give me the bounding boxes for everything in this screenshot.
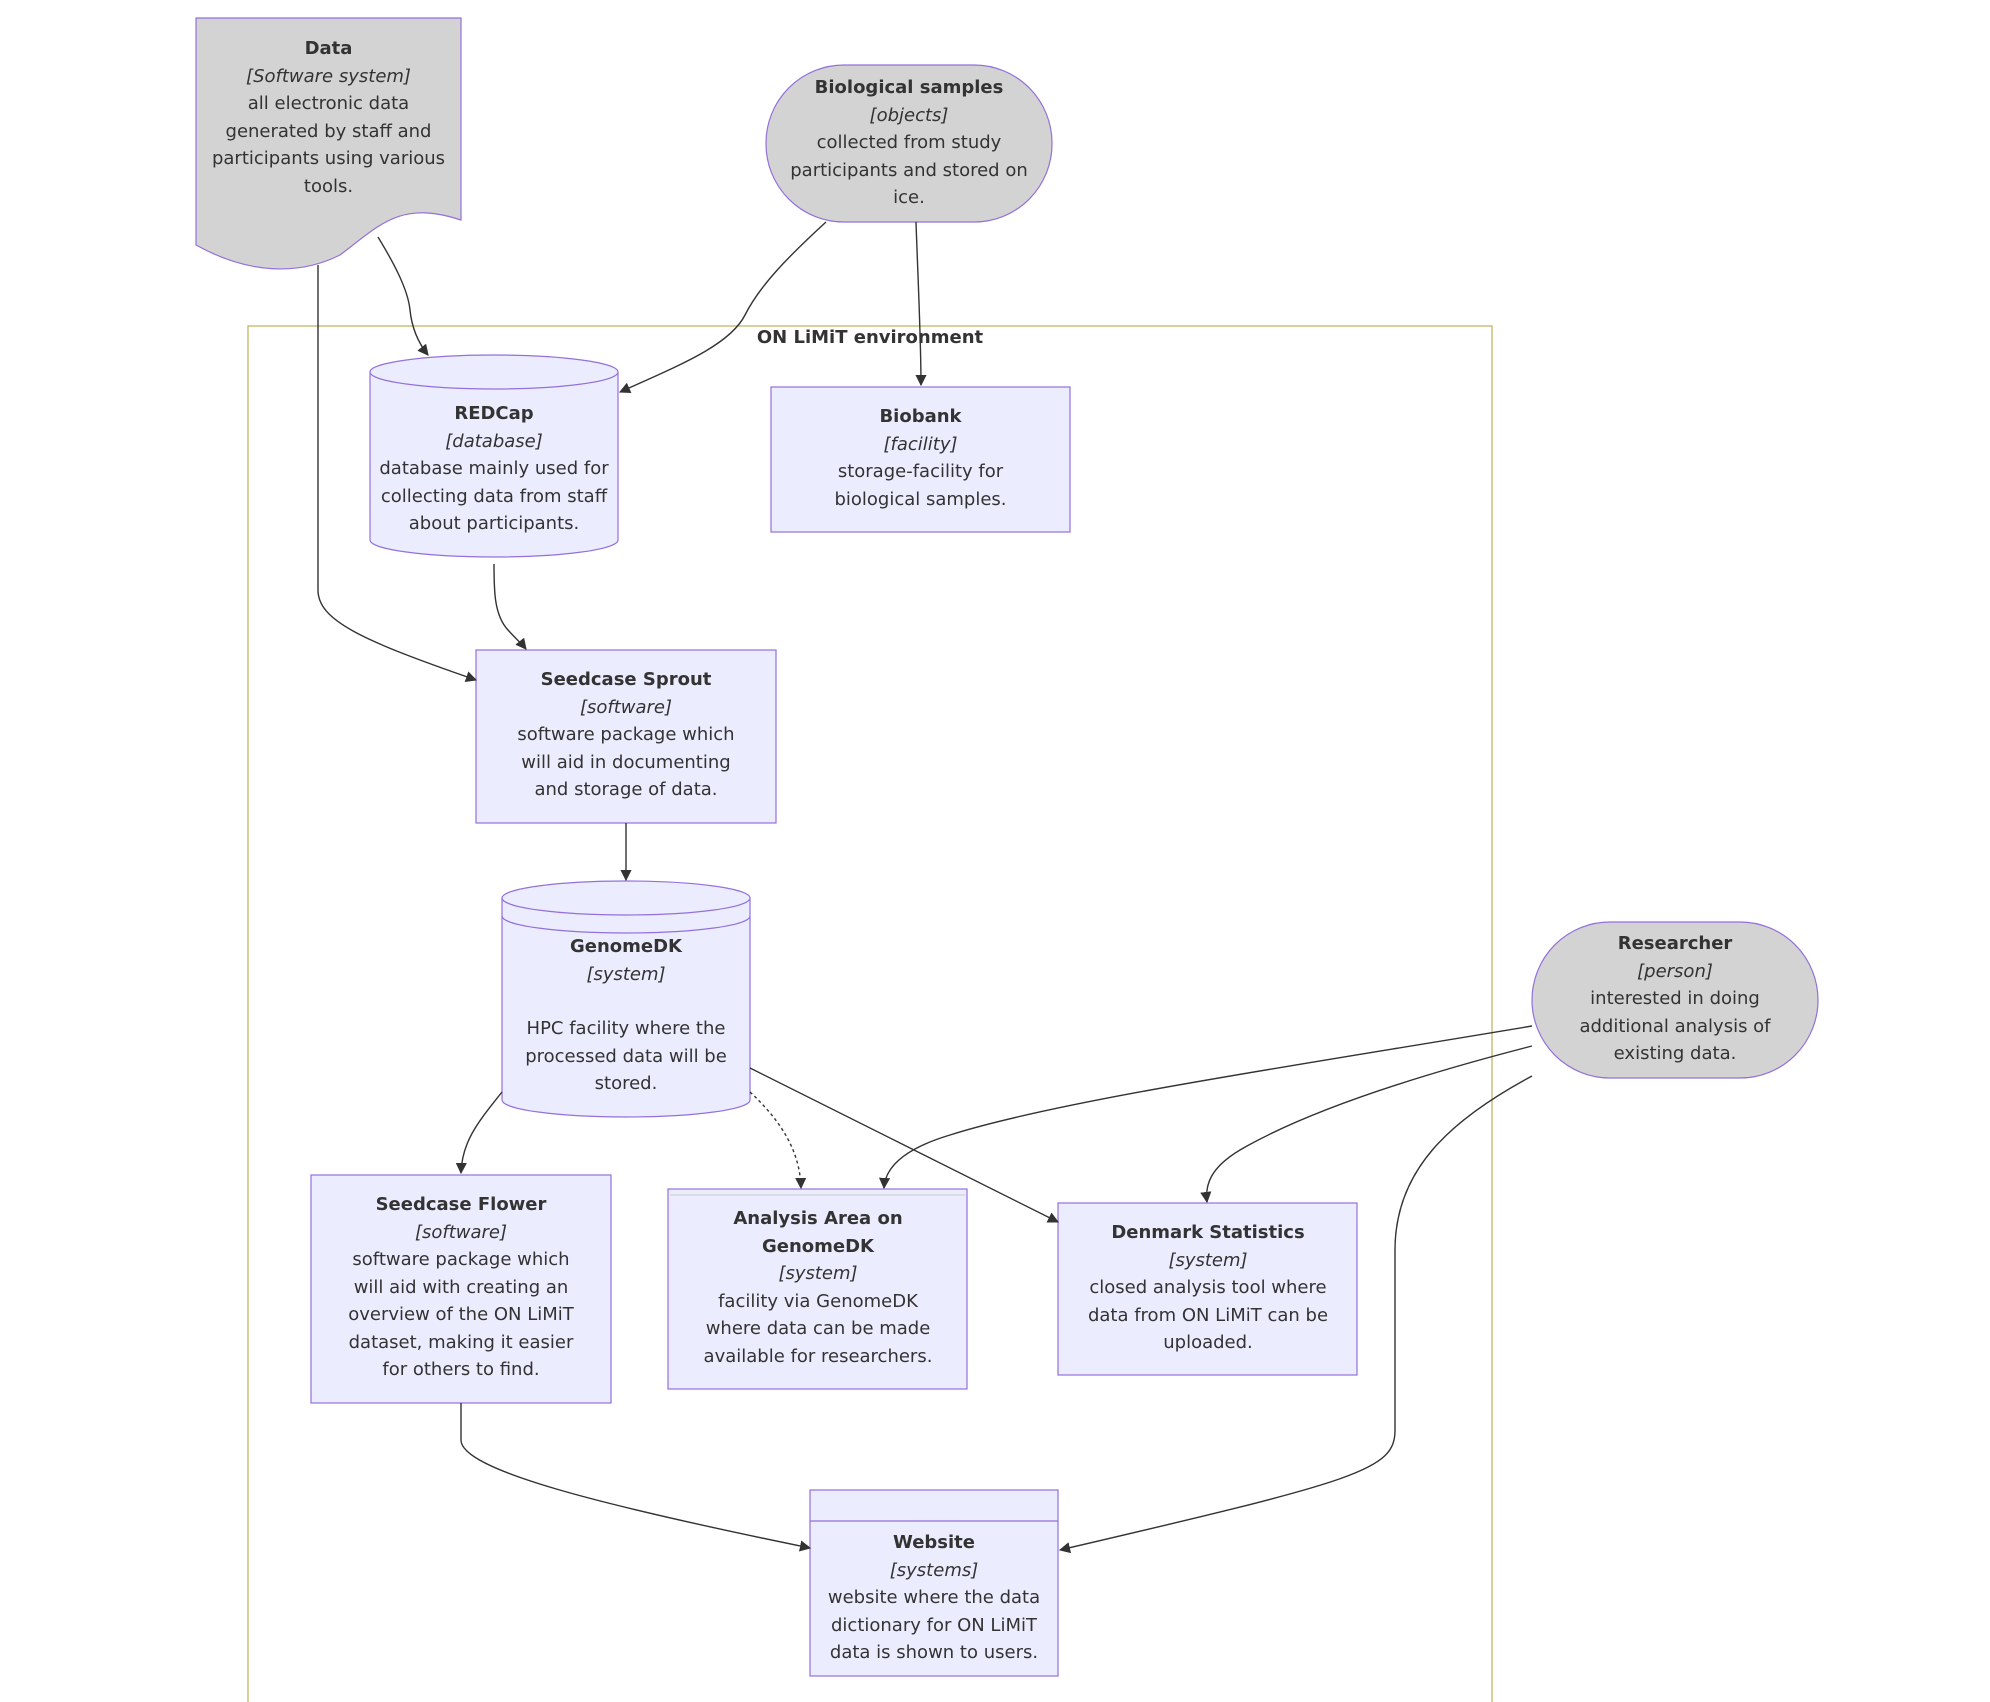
researcher-desc: interested in doing additional analysis … <box>1579 988 1771 1064</box>
biobank-title: Biobank <box>879 406 962 427</box>
sprout-desc: software package which will aid in docum… <box>517 724 735 800</box>
analysis-desc: facility via GenomeDK where data can be … <box>703 1290 933 1367</box>
researcher-kind: [person] <box>1637 960 1713 982</box>
bio-title: Biological samples <box>814 77 1004 98</box>
edge-genome-dst <box>749 1067 1060 1223</box>
analysis-kind: [system] <box>778 1263 858 1284</box>
sprout-kind: [software] <box>579 696 673 718</box>
edge-data-sprout <box>317 265 478 683</box>
biobank-desc: storage-facility for biological samples. <box>834 461 1007 510</box>
edge-researcher-website <box>1058 1075 1533 1554</box>
website-node: Website [systems] website where the data… <box>824 1529 1044 1667</box>
sprout-node-shape <box>475 649 777 824</box>
data-desc: all electronic data generated by staff a… <box>211 93 446 197</box>
bio-node: Biological samples [objects] collected f… <box>781 74 1037 212</box>
edge-researcher-analysis <box>878 1025 1533 1190</box>
genome-title: GenomeDK <box>569 936 683 957</box>
website-desc: website where the data dictionary for ON… <box>827 1587 1041 1663</box>
dst-node-shape <box>1057 1202 1358 1376</box>
redcap-title: REDCap <box>454 403 534 424</box>
flower-node: Seedcase Flower [software] software pack… <box>336 1191 586 1384</box>
sprout-node: Seedcase Sprout [software] software pack… <box>506 666 746 804</box>
researcher-node-shape <box>1531 921 1819 1079</box>
edge-bio-redcap <box>618 221 827 393</box>
analysis-title: Analysis Area on GenomeDK <box>733 1208 903 1257</box>
edge-genome-analysis <box>749 1091 807 1190</box>
flower-kind: [software] <box>414 1221 508 1243</box>
data-title: Data <box>304 38 353 59</box>
flower-title: Seedcase Flower <box>375 1194 547 1215</box>
website-kind: [systems] <box>889 1559 979 1581</box>
flower-node-shape <box>310 1174 612 1404</box>
researcher-node: Researcher [person] interested in doing … <box>1560 930 1790 1068</box>
data-kind: [Software system] <box>246 65 411 87</box>
dst-node: Denmark Statistics [system] closed analy… <box>1083 1219 1333 1357</box>
edge-flower-website <box>460 1403 812 1552</box>
genome-desc: HPC facility where the processed data wi… <box>525 1018 727 1094</box>
website-node-shape <box>809 1489 1059 1677</box>
researcher-title: Researcher <box>1617 933 1733 954</box>
dst-kind: [system] <box>1168 1249 1248 1271</box>
data-node: Data [Software system] all electronic da… <box>206 35 451 200</box>
boundary-label: ON LiMiT environment <box>756 327 984 348</box>
redcap-node: REDCap [database] database mainly used f… <box>375 400 613 538</box>
boundary-box <box>247 325 1493 1702</box>
analysis-node: Analysis Area on GenomeDK [system] facil… <box>698 1205 938 1370</box>
dst-desc: closed analysis tool where data from ON … <box>1087 1277 1329 1353</box>
bio-desc: collected from study participants and st… <box>790 132 1028 208</box>
sprout-title: Seedcase Sprout <box>540 669 712 690</box>
redcap-kind: [database] <box>445 430 543 452</box>
edge-genome-flower <box>455 1091 503 1175</box>
biobank-kind: [facility] <box>883 433 958 455</box>
edge-bio-biobank <box>915 221 927 387</box>
bio-node-shape <box>765 64 1053 223</box>
genome-kind: [system] <box>586 963 666 985</box>
bio-kind: [objects] <box>869 104 949 126</box>
data-node-shape <box>195 17 462 270</box>
edge-redcap-sprout <box>493 563 527 650</box>
analysis-node-shape <box>667 1188 968 1390</box>
dst-title: Denmark Statistics <box>1111 1222 1305 1243</box>
redcap-node-shape <box>369 354 619 558</box>
genome-node-shape <box>501 880 751 1118</box>
redcap-desc: database mainly used for collecting data… <box>379 458 609 534</box>
biobank-node-shape <box>770 386 1071 533</box>
flower-desc: software package which will aid with cre… <box>348 1249 574 1380</box>
website-title: Website <box>892 1532 975 1553</box>
edge-data-redcap <box>377 236 429 356</box>
edge-researcher-dst <box>1200 1045 1533 1204</box>
biobank-node: Biobank [facility] storage-facility for … <box>781 403 1060 513</box>
genome-node: GenomeDK [system] HPC facility where the… <box>510 933 742 1098</box>
